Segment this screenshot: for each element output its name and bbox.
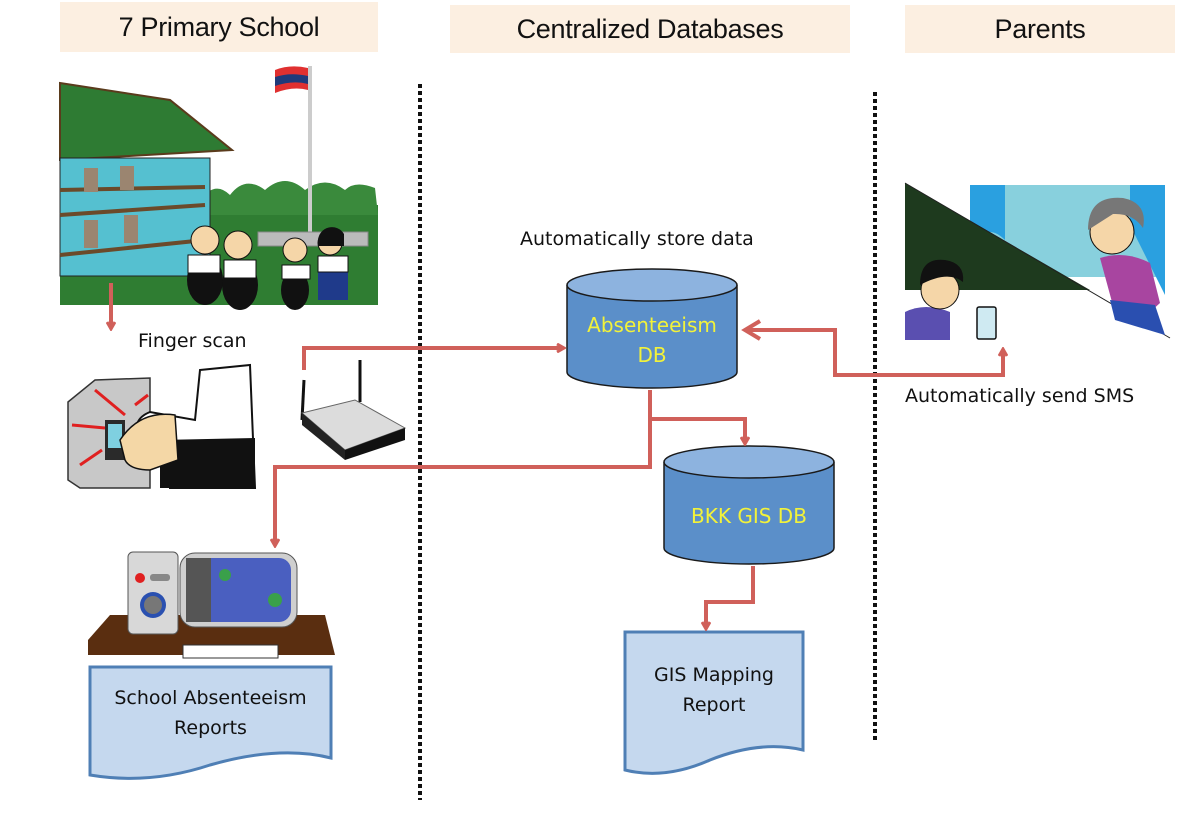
arrow-router-to-absenteeism-db xyxy=(302,348,563,370)
arrow-db-to-gis-db xyxy=(650,417,745,443)
gis-report-line2: Report xyxy=(682,694,746,716)
school-reports-line1: School Absenteeism xyxy=(114,687,307,709)
arrow-sms-bidirectional xyxy=(745,328,1003,377)
school-reports-label: School Absenteeism Reports xyxy=(90,683,331,743)
school-scene-illustration xyxy=(59,66,378,310)
bkk-gis-db-label: BKK GIS DB xyxy=(691,504,807,528)
parents-sms-illustration xyxy=(904,182,1171,340)
computer-workstation-illustration xyxy=(88,551,335,659)
school-reports-line2: Reports xyxy=(174,717,247,739)
send-sms-label: Automatically send SMS xyxy=(905,385,1135,407)
header-centralized-databases: Centralized Databases xyxy=(450,5,850,53)
store-data-label: Automatically store data xyxy=(520,228,754,250)
absenteeism-db-line2: DB xyxy=(637,343,667,367)
gis-report-label: GIS Mapping Report xyxy=(625,660,803,720)
gis-report-line1: GIS Mapping xyxy=(654,664,774,686)
header-school: 7 Primary School xyxy=(60,2,378,52)
arrow-gis-db-to-report xyxy=(706,566,755,628)
absenteeism-db-line1: Absenteeism xyxy=(587,313,717,337)
arrow-sms-to-db-head xyxy=(741,319,762,341)
gis-report-document-shape xyxy=(623,630,805,775)
finger-scan-label: Finger scan xyxy=(138,330,247,352)
absenteeism-db-cylinder xyxy=(566,268,738,389)
absenteeism-db-label: Absenteeism DB xyxy=(567,310,737,370)
header-parents: Parents xyxy=(905,5,1175,53)
school-reports-document-shape xyxy=(88,665,333,780)
finger-scanner-illustration xyxy=(67,363,257,489)
wireless-router-illustration xyxy=(300,360,407,460)
bkk-gis-db-cylinder xyxy=(663,445,835,565)
arrow-db-to-school-reports xyxy=(275,390,652,545)
